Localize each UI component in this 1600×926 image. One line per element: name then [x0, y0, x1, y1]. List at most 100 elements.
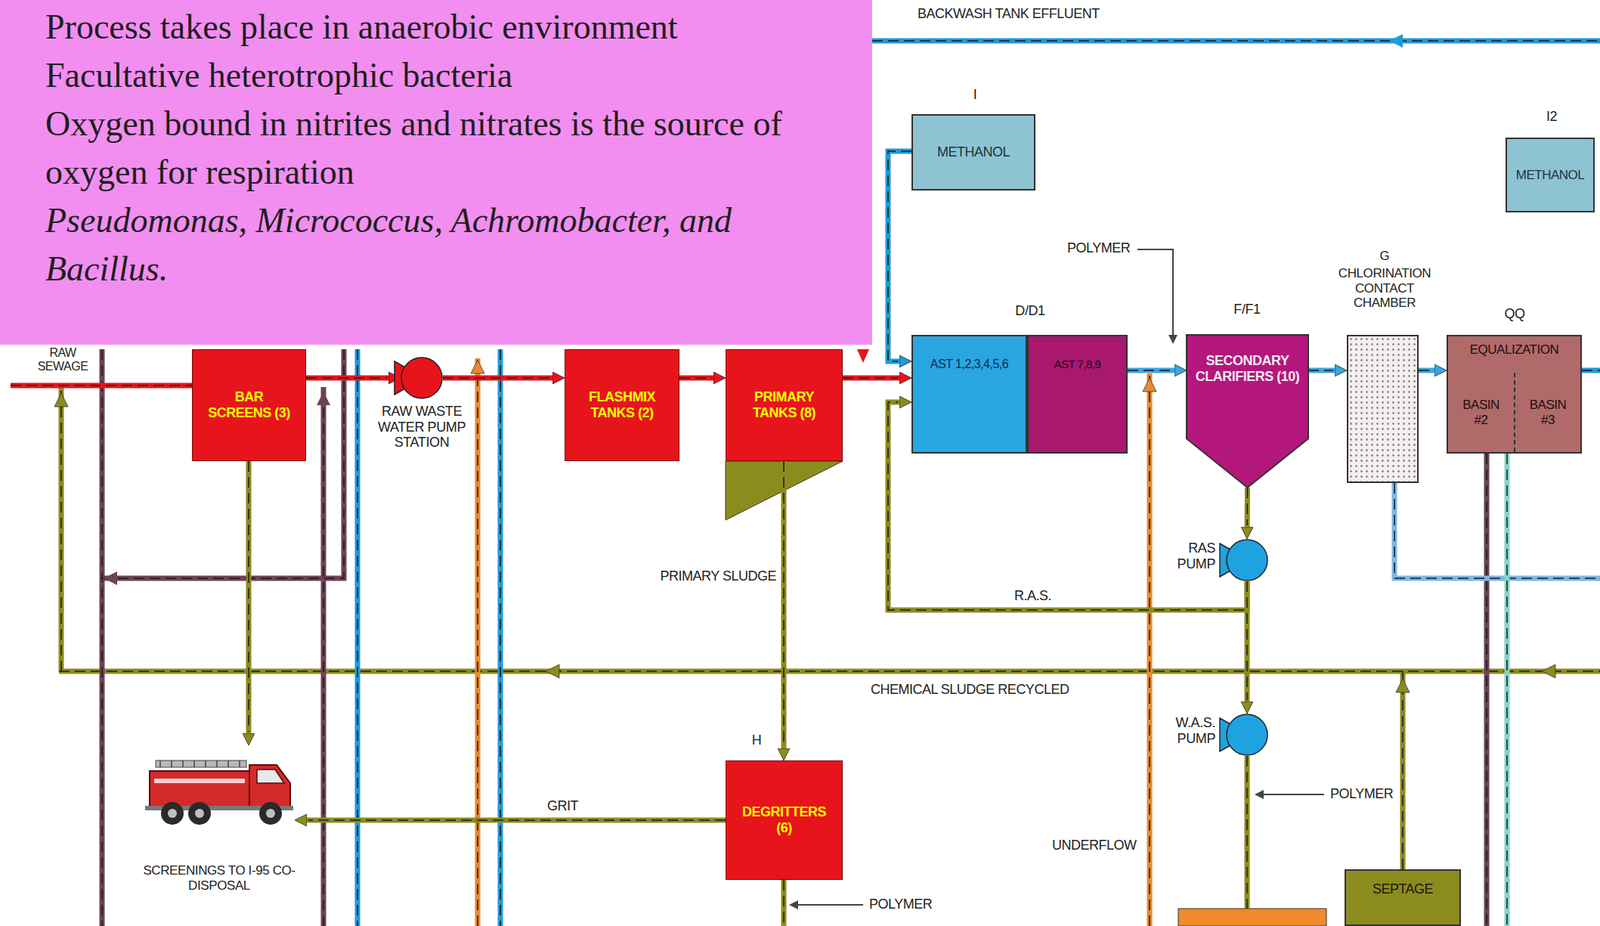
pipe-dash — [1246, 581, 1248, 700]
shape-label: D/D1 — [988, 303, 1072, 319]
pipe-connector — [442, 377, 556, 379]
box-text: FLASHMIX TANKS (2) — [580, 389, 664, 421]
wheel-hub — [266, 808, 276, 818]
pipe-stroke — [306, 375, 392, 381]
truck-stripe — [154, 778, 245, 783]
aeration-tank: AST 7,8,9 — [1027, 334, 1128, 454]
pipe-connector — [303, 820, 726, 821]
arrow-head — [1395, 678, 1410, 693]
truck-ladder — [155, 760, 247, 768]
stream-label: UNDERFLOW — [1050, 837, 1139, 854]
pipe-connector — [679, 377, 717, 379]
pipe-connector — [1247, 487, 1248, 530]
process-box: PRIMARY TANKS (8) — [725, 349, 843, 462]
clarifier-shape: F/F1SECONDARY CLARIFIERS (10) — [1186, 334, 1309, 488]
box-text: Oxygen bound in nitrites and nitrates is… — [45, 99, 794, 197]
box-text: Pseudomonas, Micrococcus, Achromobacter,… — [45, 196, 858, 294]
box-text: Process takes place in anaerobic environ… — [45, 3, 678, 52]
shape-label: RAS PUMP — [1165, 540, 1216, 572]
chemical-label: POLYMER — [867, 896, 934, 913]
pipe-stroke — [303, 817, 726, 824]
polymer-feed — [1137, 249, 1173, 335]
box-text: AST 7,8,9 — [1054, 357, 1102, 371]
box-text: PRIMARY TANKS (8) — [742, 389, 827, 421]
pipe-dash — [306, 377, 387, 379]
arrow-head — [1168, 334, 1178, 344]
pump-body — [1226, 714, 1268, 756]
pipe-connector — [1308, 370, 1338, 372]
arrow-head — [470, 359, 485, 374]
pump-body — [401, 357, 443, 399]
pipe-dash — [10, 384, 192, 387]
arrow-head — [789, 900, 799, 910]
pipe-stroke — [442, 375, 556, 381]
basin-box: BASIN #3 — [1513, 372, 1581, 452]
box-text: BAR SCREENS (3) — [204, 389, 295, 421]
pipe-dash — [308, 819, 726, 821]
septage-tank: SEPTAGE — [1344, 869, 1461, 926]
pump-outline — [1225, 713, 1269, 756]
ladder-rung — [159, 760, 161, 768]
arrow-head — [316, 391, 331, 406]
polymer-feed — [1263, 793, 1325, 796]
arrow-head — [103, 571, 118, 585]
equalization-band: QQEQUALIZATIONBASIN #2BASIN #3 — [1446, 334, 1582, 454]
box-text: BASIN #3 — [1521, 397, 1575, 428]
chemical-label: POLYMER — [1328, 786, 1395, 802]
pipe-connector — [1127, 370, 1178, 372]
pump-body — [1226, 539, 1268, 581]
ladder-rung — [182, 760, 184, 768]
aeration-tank: D/D1AST 1,2,3,4,5,6 — [911, 334, 1028, 454]
pipe-connector — [248, 461, 250, 737]
basin-box: BASIN #2 — [1448, 372, 1514, 452]
process-box: BAR SCREENS (3) — [191, 349, 307, 462]
shape-label: W.A.S. PUMP — [1157, 714, 1216, 746]
pump-symbol: W.A.S. PUMP — [1225, 713, 1269, 756]
pipe-dash — [1308, 369, 1334, 372]
process-box: HDEGRITTERS (6) — [725, 760, 843, 880]
shape-label: CHLORINATION CONTACT CHAMBER — [1327, 266, 1442, 311]
flow-label: R.A.S. — [1012, 588, 1053, 604]
pipe-dash — [247, 461, 250, 732]
stream-label: RAW SEWAGE — [30, 346, 96, 375]
pipe-connector — [306, 377, 392, 379]
pipe-stroke — [679, 375, 717, 381]
ladder-rung — [216, 760, 218, 768]
pipe-connector — [842, 377, 903, 379]
note-box: Process takes place in anaerobic environ… — [0, 0, 873, 345]
pipe-connector — [1418, 370, 1438, 372]
arrow-head — [1389, 34, 1403, 48]
arrow-head — [54, 393, 69, 407]
pump-symbol: RAS PUMP — [1225, 538, 1269, 582]
ladder-rung — [227, 760, 230, 768]
truck-window — [256, 769, 285, 783]
box-text: AST 1,2,3,4,5,6 — [930, 357, 1009, 372]
shape-label: G — [1327, 248, 1442, 264]
arrow-head — [545, 664, 560, 678]
pipe-stroke — [246, 461, 252, 737]
pump-symbol: RAW WASTE WATER PUMP STATION — [400, 356, 443, 400]
truck-drawing — [143, 745, 295, 836]
wheel-hub — [167, 808, 177, 818]
ladder-rung — [170, 760, 173, 768]
flow-label: GRIT — [545, 798, 580, 814]
pipe-dash — [842, 377, 898, 379]
stream-label: CHEMICAL SLUDGE RECYCLED — [869, 681, 1071, 698]
tank-edge — [1178, 908, 1327, 926]
pipe-stroke — [781, 461, 787, 752]
pipe-dash — [782, 461, 785, 747]
pipe-line — [1504, 453, 1511, 926]
truck-wheel — [259, 801, 282, 825]
shape-label: I2 — [1528, 108, 1575, 125]
pipe-connector — [1247, 581, 1248, 705]
truck-wheel — [188, 801, 211, 825]
stream-label: BACKWASH TANK EFFLUENT — [916, 6, 1102, 22]
truck-wheel — [160, 801, 184, 825]
box-text: EQUALIZATION — [1470, 342, 1559, 358]
arrow-head — [857, 349, 870, 363]
pipe-connector — [783, 461, 785, 752]
box-text: METHANOL — [937, 144, 1010, 161]
box-text: DEGRITTERS (6) — [735, 804, 834, 836]
shape-label: QQ — [1491, 306, 1538, 322]
